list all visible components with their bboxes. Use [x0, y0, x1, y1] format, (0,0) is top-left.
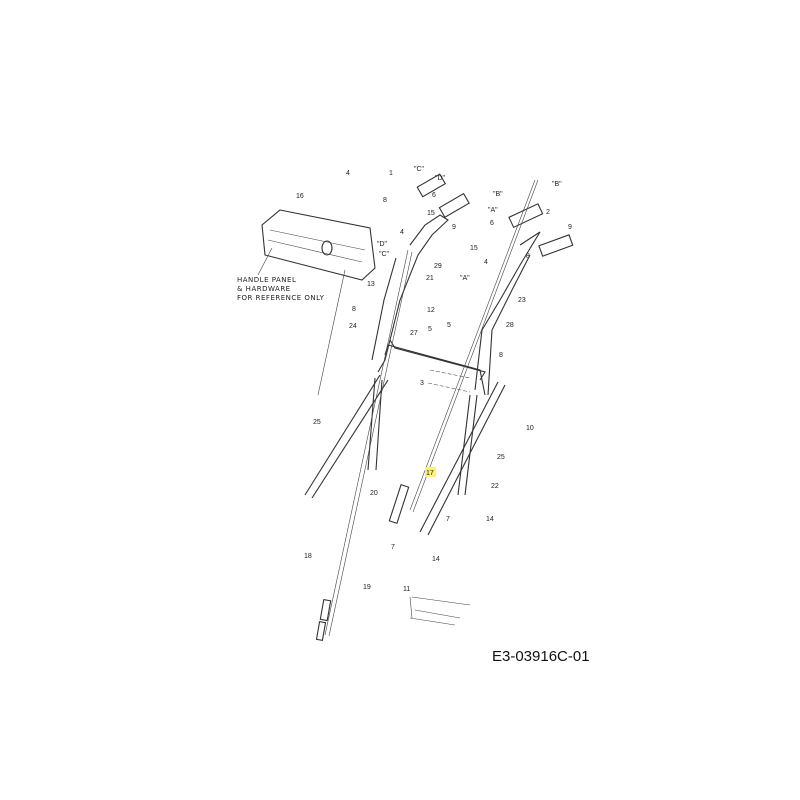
callout[interactable]: 4 [346, 170, 350, 177]
callout[interactable]: 1 [389, 170, 393, 177]
note-line-3: FOR REFERENCE ONLY [237, 294, 325, 302]
callout[interactable]: 7 [391, 544, 395, 551]
rods-drawing [409, 596, 471, 626]
callout[interactable]: 21 [426, 275, 434, 282]
callout[interactable]: 8 [383, 197, 387, 204]
callout[interactable]: 27 [410, 330, 418, 337]
callout[interactable]: 22 [491, 483, 499, 490]
callout[interactable]: "B" [493, 191, 503, 198]
lower-handle-drawing [304, 369, 506, 536]
callout[interactable]: 28 [506, 322, 514, 329]
callout[interactable]: 8 [352, 306, 356, 313]
callout[interactable]: 14 [486, 516, 494, 523]
callout[interactable]: "D" [377, 241, 388, 248]
callout[interactable]: 18 [304, 553, 312, 560]
callout-highlighted[interactable]: 17 [426, 470, 434, 477]
note-line-2: & HARDWARE [237, 285, 291, 293]
callout[interactable]: 4 [400, 229, 404, 236]
callout[interactable]: 4 [484, 259, 488, 266]
left-handle-drawing [371, 173, 486, 396]
callout[interactable]: "C" [414, 166, 425, 173]
callout[interactable]: 13 [367, 281, 375, 288]
callout[interactable]: 9 [452, 224, 456, 231]
callout[interactable]: 5 [428, 326, 432, 333]
diagram-code: E3-03916C-01 [492, 648, 590, 665]
callouts: 4 16 1 "C" "D" 8 6 15 9 4 "D" "C" 29 13 … [296, 166, 572, 593]
handle-panel-drawing [257, 209, 376, 396]
callout[interactable]: 19 [363, 584, 371, 591]
callout[interactable]: "B" [552, 181, 562, 188]
callout[interactable]: "D" [435, 175, 446, 182]
callout[interactable]: "C" [379, 251, 390, 258]
callout[interactable]: 11 [403, 586, 410, 593]
callout[interactable]: 6 [490, 220, 494, 227]
callout[interactable]: 20 [370, 490, 378, 497]
callout[interactable]: 8 [499, 352, 503, 359]
callout[interactable]: 15 [427, 210, 435, 217]
callout[interactable]: 25 [313, 419, 321, 426]
callout[interactable]: 2 [546, 209, 550, 216]
cables-drawing [315, 179, 539, 642]
callout[interactable]: 8 [526, 253, 530, 260]
callout[interactable]: 3 [420, 380, 424, 387]
callout[interactable]: 23 [518, 297, 526, 304]
note-line-1: HANDLE PANEL [237, 276, 296, 284]
callout[interactable]: 25 [497, 454, 505, 461]
callout[interactable]: 9 [568, 224, 572, 231]
callout[interactable]: 15 [470, 245, 478, 252]
callout[interactable]: 10 [526, 425, 534, 432]
callout[interactable]: 7 [446, 516, 450, 523]
callout[interactable]: 29 [434, 263, 442, 270]
callout[interactable]: 24 [349, 323, 357, 330]
callout[interactable]: "A" [488, 207, 498, 214]
callout[interactable]: "A" [460, 275, 470, 282]
callout[interactable]: 14 [432, 556, 440, 563]
callout[interactable]: 6 [432, 192, 436, 199]
callout[interactable]: 16 [296, 193, 304, 200]
callout[interactable]: 5 [447, 322, 451, 329]
callout[interactable]: 12 [427, 307, 435, 314]
highlight-part-17 [425, 467, 436, 477]
